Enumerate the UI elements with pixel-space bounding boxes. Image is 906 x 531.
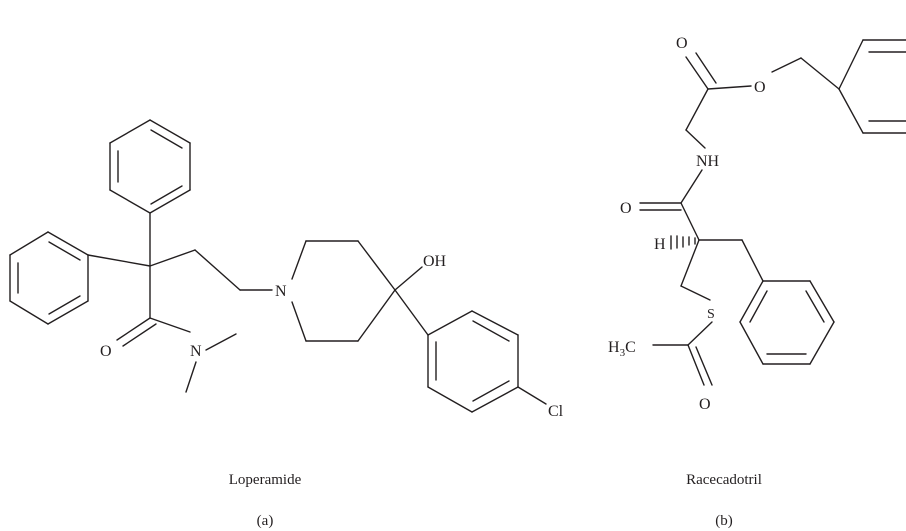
caption-label-b: (b) bbox=[715, 513, 733, 529]
racecadotril-methyl-label: H3C bbox=[608, 339, 636, 359]
benzyl-ester-ring bbox=[838, 39, 906, 134]
hashed-wedge-bond bbox=[670, 235, 696, 250]
loperamide-amide-o-label: O bbox=[100, 343, 112, 360]
racecadotril-thioester-o-label: O bbox=[699, 396, 711, 413]
racecadotril-amide-o-label: O bbox=[620, 200, 632, 217]
racecadotril-structure bbox=[639, 39, 906, 386]
racecadotril-h-label: H bbox=[654, 236, 666, 253]
caption-name-b: Racecadotril bbox=[686, 472, 762, 488]
racecadotril-ester-o-label: O bbox=[754, 79, 766, 96]
loperamide-cl-label: Cl bbox=[548, 403, 564, 420]
caption-name-a: Loperamide bbox=[229, 472, 302, 488]
caption-label-a: (a) bbox=[257, 513, 274, 529]
loperamide-structure bbox=[9, 119, 547, 413]
left-phenyl-ring bbox=[9, 231, 89, 325]
racecadotril-s-label: S bbox=[707, 307, 715, 322]
chlorophenyl-ring bbox=[427, 310, 519, 413]
racecadotril-ester-carbonyl-o-label: O bbox=[676, 35, 688, 52]
loperamide-amide-n-label: N bbox=[190, 343, 202, 360]
racecadotril-nh-label: NH bbox=[696, 153, 720, 170]
top-phenyl-ring bbox=[109, 119, 191, 214]
piperidine-ring bbox=[291, 240, 396, 342]
benzyl-phenyl-ring bbox=[739, 280, 835, 365]
loperamide-ring-n-label: N bbox=[275, 283, 287, 300]
loperamide-oh-label: OH bbox=[423, 253, 447, 270]
